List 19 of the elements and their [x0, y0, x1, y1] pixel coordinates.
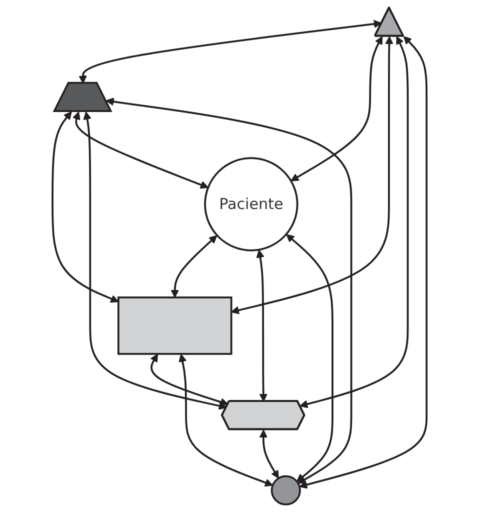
arrow — [78, 20, 382, 84]
arrow — [52, 111, 119, 303]
node-circle: Paciente — [204, 157, 298, 252]
arrow — [83, 112, 227, 410]
arrow — [178, 354, 273, 487]
arrow — [170, 235, 218, 298]
arrow — [106, 98, 352, 484]
arrow — [72, 112, 208, 189]
arrow — [150, 354, 228, 406]
arrow — [256, 250, 268, 402]
node-pentagon — [52, 82, 112, 112]
node-box — [117, 296, 232, 355]
arrow — [290, 36, 382, 182]
node-circle — [270, 475, 301, 506]
arrow — [259, 430, 279, 479]
arrow — [299, 36, 428, 489]
arrow — [230, 36, 394, 314]
arrow — [300, 36, 409, 408]
arrow — [286, 234, 334, 482]
